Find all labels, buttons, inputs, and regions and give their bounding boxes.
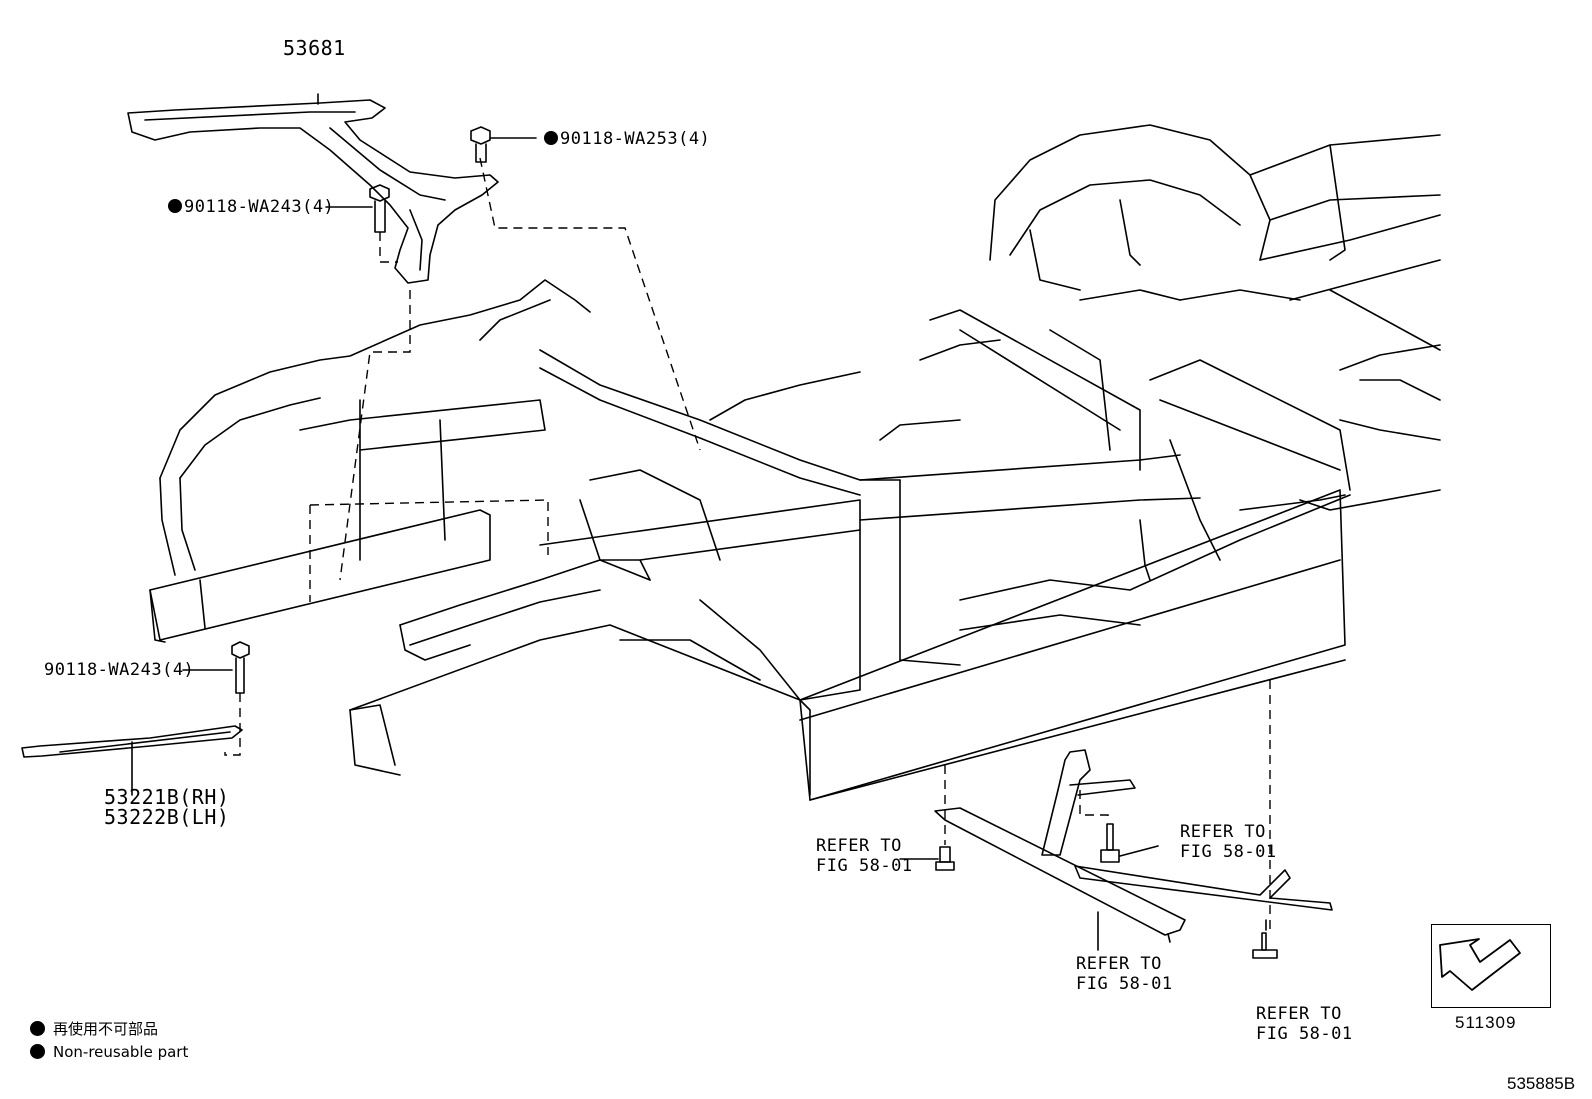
part-number-53681: 53681 <box>283 36 346 60</box>
refer-label-c-line2: FIG 58-01 <box>1076 974 1173 994</box>
bolt-wa243-top <box>369 184 390 233</box>
part-number-53221b: 53221B(RH) <box>104 785 230 809</box>
legend-dot-icon <box>30 1021 45 1036</box>
figure-code: 535885B <box>1507 1074 1576 1093</box>
underbody-braces <box>934 749 1333 959</box>
inset-code: 511309 <box>1455 1013 1517 1032</box>
non-reusable-dot-icon <box>168 199 182 213</box>
legend-jp: 再使用不可部品 <box>30 1018 158 1039</box>
refer-label-a-line2: FIG 58-01 <box>816 856 913 876</box>
view-direction-arrow-icon <box>1439 938 1521 991</box>
bolt-label-wa243-top: 90118-WA243(4) <box>168 197 334 217</box>
legend-jp-text: 再使用不可部品 <box>53 1020 159 1038</box>
bar-53221b <box>21 725 243 796</box>
refer-label-d-line1: REFER TO <box>1256 1004 1342 1024</box>
bolt-label-wa243-bottom: 90118-WA243(4) <box>44 660 195 680</box>
leader-lines <box>182 137 1267 951</box>
vehicle-body-frame <box>149 124 1441 801</box>
part-number-53222b: 53222B(LH) <box>104 805 230 829</box>
bolt-label-wa253: 90118-WA253(4) <box>544 129 710 149</box>
refer-label-d-line2: FIG 58-01 <box>1256 1024 1353 1044</box>
legend-en: Non-reusable part <box>30 1043 188 1061</box>
view-direction-inset <box>1431 924 1551 1008</box>
legend-dot-icon <box>30 1044 45 1059</box>
bolt-label-wa253-text: 90118-WA253(4) <box>560 129 711 149</box>
brace-53681 <box>127 93 499 284</box>
refer-label-c-line1: REFER TO <box>1076 954 1162 974</box>
bolt-label-wa243-top-text: 90118-WA243(4) <box>184 197 335 217</box>
bolt-wa243-bottom <box>231 641 250 694</box>
refer-label-b-line1: REFER TO <box>1180 822 1266 842</box>
refer-label-a-line1: REFER TO <box>816 836 902 856</box>
bolt-wa253 <box>470 126 491 163</box>
refer-label-b-line2: FIG 58-01 <box>1180 842 1277 862</box>
non-reusable-dot-icon <box>544 131 558 145</box>
legend-en-text: Non-reusable part <box>53 1043 189 1061</box>
